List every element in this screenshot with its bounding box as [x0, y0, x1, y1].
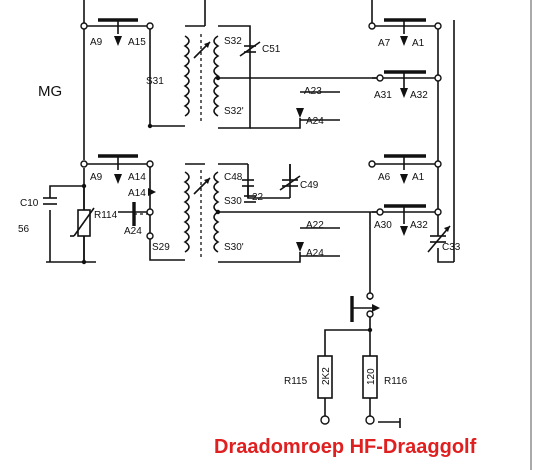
switch-s29	[132, 202, 148, 226]
label-s29: S29	[152, 242, 170, 253]
capacitor-c22	[244, 195, 256, 203]
resistor-r114	[70, 207, 95, 237]
label-r114: R114	[94, 210, 118, 221]
label-mg: MG	[38, 83, 62, 100]
label-c48: C48	[224, 172, 243, 183]
label-c33: C33	[442, 242, 461, 253]
label-s32: S32	[224, 36, 242, 47]
wiring	[46, 0, 532, 470]
capacitor-c33	[427, 225, 451, 253]
label-r115-value: 2K2	[321, 367, 332, 385]
label-a24-left: A24	[124, 226, 142, 237]
label-c49: C49	[300, 180, 319, 191]
label-s32-prime: S32'	[224, 106, 244, 117]
label-a14-a: A14	[128, 172, 146, 183]
label-a24-top: A24	[306, 116, 324, 127]
capacitor-c10	[43, 197, 57, 205]
resistor-r115	[317, 355, 333, 399]
label-r116: R116	[384, 376, 408, 387]
label-r116-value: 120	[366, 368, 377, 385]
label-a31: A31	[374, 90, 392, 101]
label-a23-top: A23	[304, 86, 322, 97]
label-a32-top: A32	[410, 90, 428, 101]
output-switch	[350, 296, 380, 322]
component-labels: MG A9 A15 S32 C51 A7 A1 S31 A23 A31 A32 …	[18, 36, 461, 387]
label-a14-b: A14	[128, 188, 146, 199]
label-s30-prime: S30'	[224, 242, 244, 253]
capacitor-c51	[239, 41, 261, 57]
resistor-r116	[362, 355, 378, 399]
diagram-caption: Draadomroep HF-Draaggolf	[214, 436, 477, 458]
transformer-s29-s30	[183, 170, 220, 260]
label-c51: C51	[262, 44, 281, 55]
capacitor-c49	[279, 164, 301, 191]
label-a24-mid: A24	[306, 248, 324, 259]
label-a9-mid: A9	[90, 172, 103, 183]
label-a22: A22	[306, 220, 324, 231]
label-c10-value: 56	[18, 224, 30, 235]
label-r115: R115	[284, 376, 308, 387]
transformer-s31-s32	[183, 34, 220, 124]
label-a32-mid: A32	[410, 220, 428, 231]
label-s31: S31	[146, 76, 164, 87]
switch-arrows	[114, 36, 408, 252]
label-a1-mid: A1	[412, 172, 425, 183]
label-c22: 22	[252, 192, 264, 203]
label-a15: A15	[128, 37, 146, 48]
label-a6: A6	[378, 172, 391, 183]
label-a1-top: A1	[412, 38, 425, 49]
label-a30: A30	[374, 220, 392, 231]
label-a7: A7	[378, 38, 391, 49]
label-a9-top: A9	[90, 37, 103, 48]
label-c10: C10	[20, 198, 39, 209]
label-s30: S30	[224, 196, 242, 207]
